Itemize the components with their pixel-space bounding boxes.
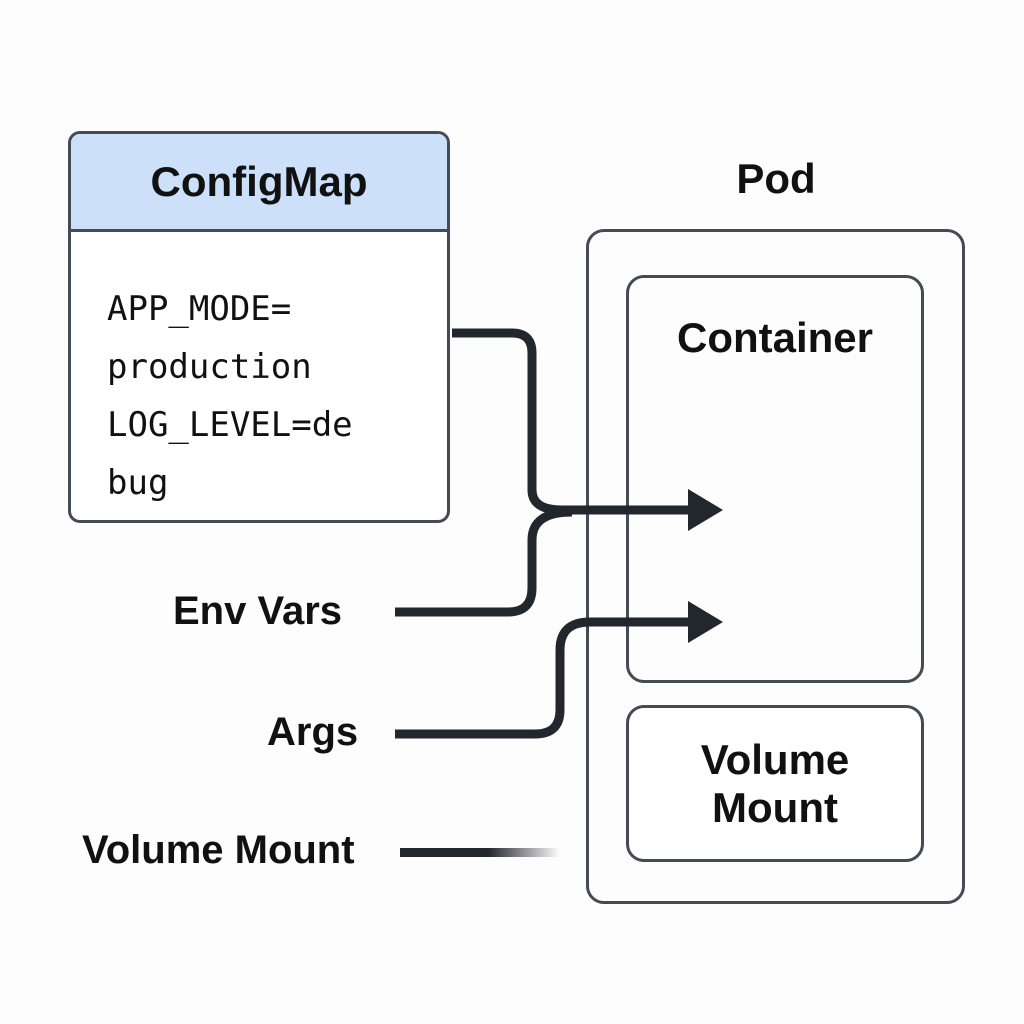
env-arrow-head (688, 489, 723, 531)
configmap-data: APP_MODE= production LOG_LEVEL=de bug (71, 232, 447, 512)
volume-mount-connector (400, 848, 560, 857)
volume-mount-label: Volume Mount (82, 828, 355, 872)
volume-mount-box: Volume Mount (626, 705, 924, 862)
volume-mount-title: Volume Mount (700, 735, 850, 831)
configmap-title: ConfigMap (71, 134, 447, 232)
configmap-connector (452, 328, 692, 515)
args-connector (395, 617, 692, 739)
configmap-line: production (107, 347, 312, 387)
container-title: Container (676, 314, 873, 361)
pod-box (586, 229, 965, 904)
env-vars-label: Env Vars (173, 589, 343, 633)
args-label: Args (267, 710, 359, 754)
env-vars-connector (395, 507, 573, 617)
container-box (626, 275, 924, 683)
configmap-line: APP_MODE= (107, 289, 292, 329)
configmap-box: ConfigMap APP_MODE= production LOG_LEVEL… (68, 131, 450, 523)
configmap-line: bug (107, 463, 169, 503)
configmap-line: LOG_LEVEL=de (107, 405, 353, 445)
pod-title: Pod (736, 155, 816, 202)
args-arrow-head (688, 601, 723, 643)
